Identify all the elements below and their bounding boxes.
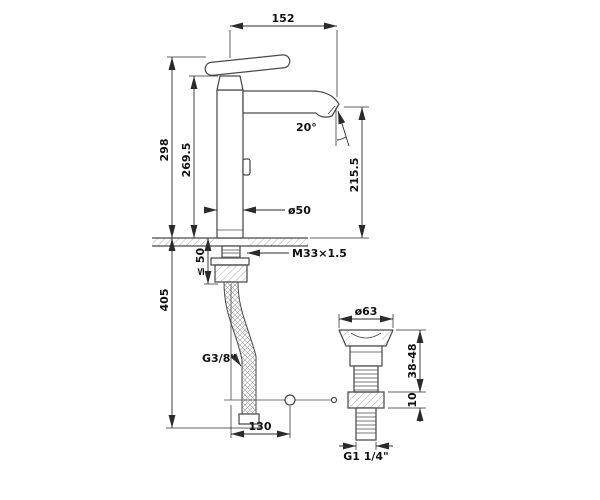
dim-mounting-thread: M33×1.5 bbox=[247, 247, 347, 260]
dim-overall-height-label: 298 bbox=[158, 139, 171, 162]
dim-rod-offset: 130 bbox=[230, 405, 291, 438]
faucet-outline bbox=[152, 54, 340, 425]
dim-waste-range-label: 38-48 bbox=[406, 343, 419, 378]
mounting-washer bbox=[210, 257, 250, 266]
dim-body-diameter-label: ø50 bbox=[288, 204, 311, 217]
dim-supply-thread-label: G3/8" bbox=[202, 352, 236, 365]
counter-hatch-left bbox=[152, 238, 214, 246]
dim-hose-length: 405 bbox=[158, 238, 262, 429]
dim-overall-height: 298 bbox=[158, 56, 206, 238]
rod-ball-joint bbox=[284, 394, 296, 406]
dim-waste-diameter-label: ø63 bbox=[355, 305, 378, 318]
dim-mounting-thread-label: M33×1.5 bbox=[292, 247, 347, 260]
waste-tailpiece bbox=[355, 407, 377, 441]
rod-end-joint bbox=[330, 396, 338, 404]
handle-lever bbox=[204, 54, 291, 76]
flange-hatch-right bbox=[381, 330, 393, 346]
dim-hose-length-label: 405 bbox=[158, 289, 171, 312]
dim-spout-reach: 152 bbox=[229, 12, 338, 97]
dim-locknut-height-label: 10 bbox=[406, 392, 419, 408]
dim-body-height-label: 269.5 bbox=[180, 143, 193, 178]
dim-waste-thread-label: G1 1/4" bbox=[343, 450, 389, 463]
dim-spout-angle: 20° bbox=[296, 108, 350, 147]
plug-dome-line bbox=[350, 332, 382, 339]
waste-flange bbox=[338, 329, 394, 347]
flange-hatch-left bbox=[339, 330, 351, 346]
shank-thread-lines bbox=[222, 249, 240, 258]
counter-hatch-right bbox=[248, 238, 308, 246]
angle-direction-line bbox=[337, 110, 350, 147]
angle-arc bbox=[336, 136, 347, 141]
neck-thread-lines bbox=[354, 369, 378, 391]
dim-spout-reach-label: 152 bbox=[272, 12, 295, 25]
dim-spout-height: 215.5 bbox=[310, 106, 369, 239]
dim-max-deck-thickness-label: ≤ 50 bbox=[194, 247, 207, 276]
cartridge-cone bbox=[216, 75, 244, 91]
dim-waste-diameter: ø63 bbox=[338, 305, 394, 328]
spout bbox=[242, 90, 340, 118]
waste-locknut bbox=[347, 391, 385, 409]
mounting-nut bbox=[214, 264, 248, 283]
waste-upper-body bbox=[349, 345, 383, 367]
faucet-body bbox=[216, 89, 244, 239]
dim-spout-angle-label: 20° bbox=[296, 121, 317, 134]
dimensions: 152 298 269.5 215.5 bbox=[158, 12, 426, 463]
leader-line bbox=[230, 353, 242, 367]
pull-rod-knob bbox=[242, 158, 251, 176]
dim-body-diameter: ø50 bbox=[204, 204, 311, 217]
dim-max-deck-thickness: ≤ 50 bbox=[194, 238, 218, 285]
dim-locknut-height: 10 bbox=[388, 378, 426, 422]
dim-rod-offset-label: 130 bbox=[249, 420, 272, 433]
dim-waste-thread: G1 1/4" bbox=[339, 442, 393, 463]
dim-spout-height-label: 215.5 bbox=[348, 158, 361, 193]
tailpiece-thread-lines bbox=[356, 412, 376, 434]
supply-hose bbox=[223, 281, 257, 415]
hose-connector bbox=[238, 413, 260, 425]
dim-body-height: 269.5 bbox=[180, 75, 218, 238]
drain-assembly bbox=[338, 329, 394, 441]
dim-supply-thread: G3/8" bbox=[202, 352, 242, 367]
aerator-line bbox=[327, 105, 336, 115]
